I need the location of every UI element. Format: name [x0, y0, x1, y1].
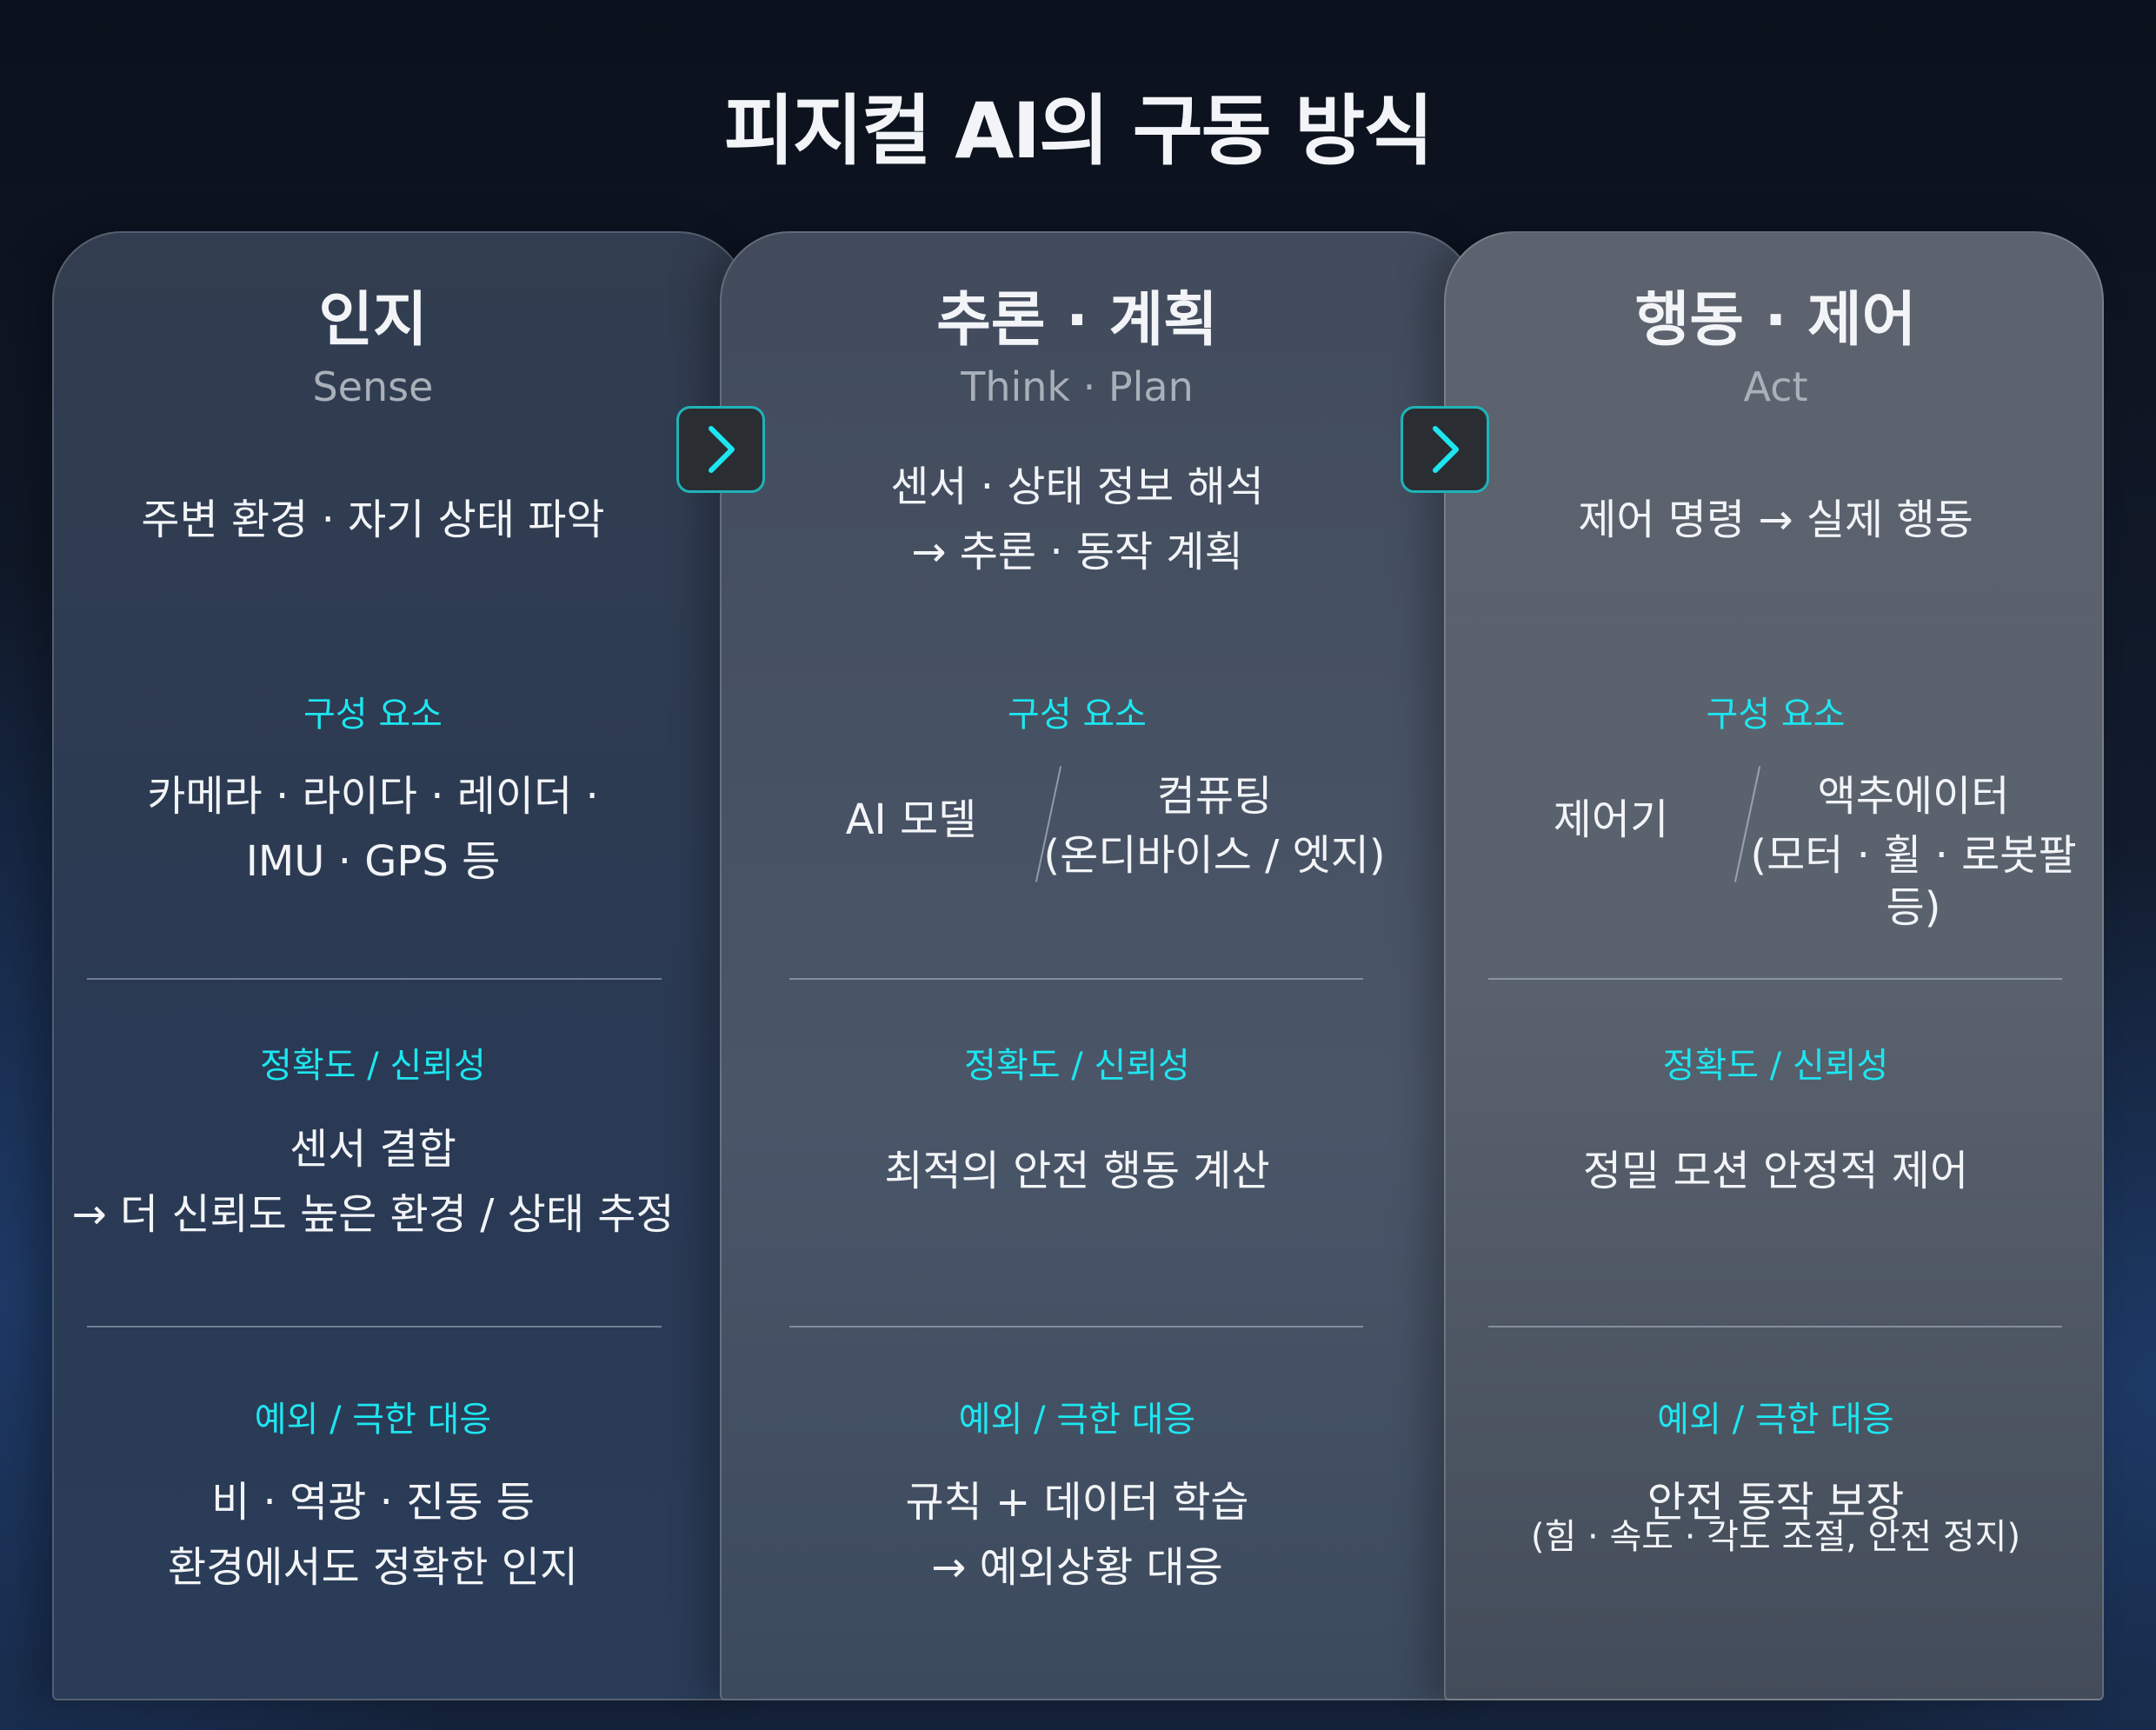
- exception-text: 규칙 + 데이터 학습 → 예외상황 대응: [905, 1478, 1249, 1592]
- exception-text: 비 · 역광 · 진동 등 환경에서도 정확한 인지: [167, 1478, 579, 1592]
- chevron-right-icon: [709, 426, 735, 473]
- stage-card-act: 행동 · 제어 Act 제어 명령 → 실제 행동 구성 요소 제어기 액추에이…: [1444, 231, 2104, 1700]
- accuracy-label: 정확도 / 신뢰성: [260, 1046, 486, 1086]
- divider: [87, 1326, 662, 1327]
- divider: [1488, 978, 2062, 980]
- stage-description: 센서 · 상태 정보 해석 → 추론 · 동작 계획: [890, 462, 1264, 576]
- component-ai-model: AI 모델: [845, 795, 977, 844]
- accuracy-label: 정확도 / 신뢰성: [964, 1046, 1190, 1086]
- component-computing: 컴퓨팅: [1156, 772, 1273, 821]
- accuracy-text: 정밀 모션 안정적 제어: [1582, 1147, 1969, 1195]
- stage-title: 인지: [318, 286, 428, 355]
- stage-subtitle: Think · Plan: [961, 363, 1194, 410]
- stage-description: 제어 명령 → 실제 행동: [1578, 496, 1973, 544]
- stage-description: 주변 환경 · 자기 상태 파악: [141, 496, 605, 544]
- stage-title: 추론 · 계획: [936, 286, 1218, 355]
- exception-label: 예외 / 극한 대응: [1657, 1400, 1894, 1440]
- components-label: 구성 요소: [1706, 695, 1846, 735]
- page-title: 피지컬 AI의 구동 방식: [723, 86, 1434, 176]
- divider: [87, 978, 662, 980]
- components-label: 구성 요소: [1008, 695, 1147, 735]
- next-stage-arrow: [676, 406, 765, 493]
- stage-card-think-plan: 추론 · 계획 Think · Plan 센서 · 상태 정보 해석 → 추론 …: [720, 231, 1476, 1700]
- next-stage-arrow: [1401, 406, 1489, 493]
- components-text: 카메라 · 라이다 · 레이더 · IMU · GPS 등: [147, 772, 599, 886]
- stage-title: 행동 · 제어: [1634, 286, 1917, 355]
- stage-subtitle: Sense: [312, 363, 434, 410]
- component-actuator: 액추에이터: [1817, 772, 2010, 821]
- exception-label: 예외 / 극한 대응: [958, 1400, 1196, 1440]
- exception-text: 안전 동작 보장: [1647, 1478, 1905, 1527]
- component-controller: 제어기: [1553, 795, 1669, 844]
- component-actuator-sub: (모터 · 휠 · 로봇팔 등): [1750, 831, 2077, 932]
- accuracy-text: 최적의 안전 행동 계산: [884, 1147, 1270, 1195]
- accuracy-text: 센서 결합 → 더 신뢰도 높은 환경 / 상태 추정: [71, 1125, 675, 1239]
- stage-card-sense: 인지 Sense 주변 환경 · 자기 상태 파악 구성 요소 카메라 · 라이…: [52, 231, 748, 1700]
- divider: [1488, 1326, 2062, 1327]
- accuracy-label: 정확도 / 신뢰성: [1662, 1046, 1889, 1086]
- divider: [789, 1326, 1363, 1327]
- stage-subtitle: Act: [1743, 363, 1808, 410]
- components-label: 구성 요소: [303, 695, 443, 735]
- component-computing-sub: (온디바이스 / 엣지): [1043, 831, 1386, 880]
- exception-subtext: (힘 · 속도 · 각도 조절, 안전 정지): [1530, 1517, 2021, 1557]
- exception-label: 예외 / 극한 대응: [254, 1400, 492, 1440]
- chevron-right-icon: [1433, 426, 1459, 473]
- divider: [789, 978, 1363, 980]
